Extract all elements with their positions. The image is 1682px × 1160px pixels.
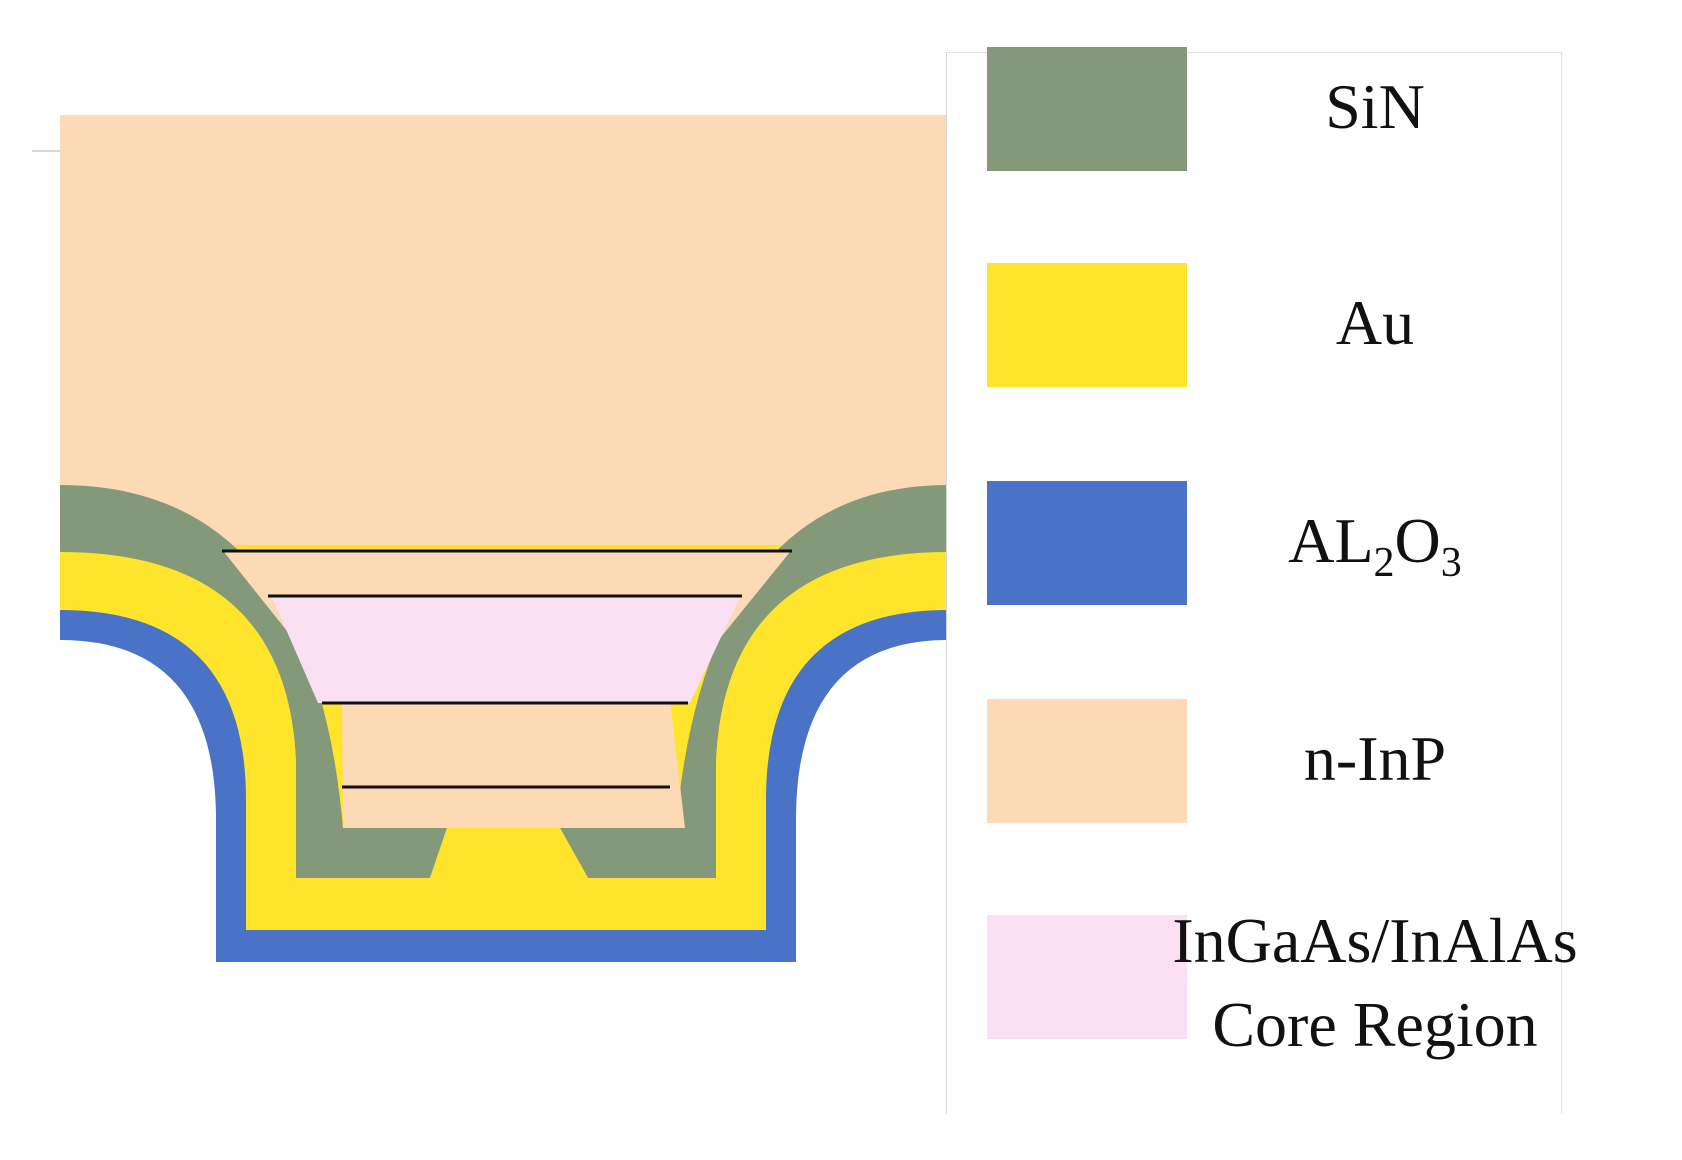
legend-label-ninp: n-InP [1303, 723, 1447, 794]
legend-swatch-ninp [987, 699, 1187, 823]
legend-swatch-core [987, 915, 1187, 1039]
core-region [272, 597, 740, 703]
legend-item-ninp: n-InP [947, 699, 1563, 823]
legend-label-core-line2: Core Region [1212, 989, 1538, 1060]
legend-swatch-au [987, 263, 1187, 387]
legend-swatch-al2o3 [987, 481, 1187, 605]
ninp-upper-region [60, 115, 948, 545]
legend-label-core-line1: InGaAs/InAlAs [1172, 905, 1578, 976]
legend-item-core: InGaAs/InAlAs Core Region [947, 905, 1578, 1060]
legend: SiN Au AL2O3 n-InP InGaAs/InAlAs Core Re… [946, 47, 1578, 1114]
al2o3-mid: O [1394, 505, 1441, 576]
legend-item-au: Au [947, 263, 1563, 387]
cross-section-diagram [32, 115, 948, 962]
sin-layer [60, 485, 948, 878]
legend-item-sin: SiN [947, 47, 1563, 171]
al2o3-sub2: 3 [1440, 539, 1462, 586]
au-center-contact [430, 828, 588, 878]
legend-swatch-sin [987, 47, 1187, 171]
legend-label-al2o3: AL2O3 [1187, 505, 1563, 584]
al2o3-sub1: 2 [1373, 539, 1395, 586]
al2o3-main: AL [1288, 505, 1374, 576]
legend-item-al2o3: AL2O3 [947, 481, 1563, 605]
legend-label-sin: SiN [1325, 71, 1425, 142]
legend-label-core: InGaAs/InAlAs Core Region [1147, 899, 1603, 1067]
legend-label-au: Au [1335, 287, 1415, 358]
